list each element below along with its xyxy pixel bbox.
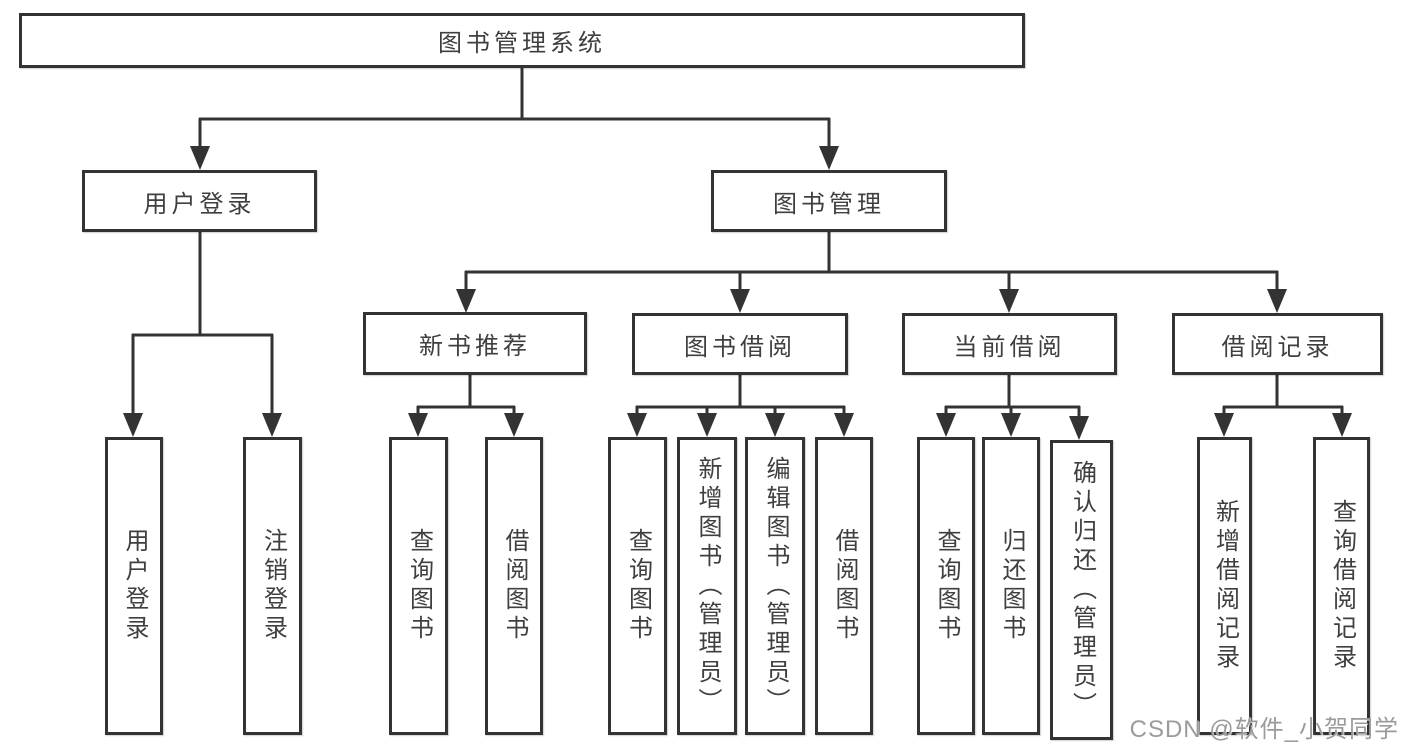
connector-newbook-branch: [416, 375, 516, 419]
node-label: 用户登录: [121, 528, 148, 644]
csdn-watermark: CSDN @软件_小贺同学: [1129, 716, 1399, 743]
node-label: 新增图书（管理员）: [694, 455, 721, 717]
node-label: 查询借阅记录: [1328, 499, 1356, 673]
node-user-login-module: 用户登录: [82, 170, 317, 232]
leaf-query-books-borrow: 查询图书: [608, 437, 667, 735]
leaf-logout: 注销登录: [243, 437, 302, 735]
node-label: 查询图书: [933, 528, 960, 644]
leaf-add-borrow-record: 新增借阅记录: [1197, 437, 1252, 735]
node-label: 当前借阅: [953, 333, 1066, 361]
node-label: 新书推荐: [419, 333, 531, 360]
leaf-edit-book-admin: 编辑图书（管理员）: [745, 437, 805, 735]
node-book-management-module: 图书管理: [711, 170, 947, 232]
node-label: 借阅记录: [1221, 333, 1334, 361]
connector-root-branch: [198, 66, 831, 152]
node-label: 查询图书: [405, 528, 433, 644]
node-label: 注销登录: [259, 528, 287, 644]
node-label: 图书管理系统: [438, 30, 606, 57]
leaf-confirm-return-admin: 确认归还（管理员）: [1050, 440, 1113, 740]
leaf-add-book-admin: 新增图书（管理员）: [677, 437, 737, 735]
node-root-system: 图书管理系统: [19, 13, 1025, 68]
node-label: 图书管理: [773, 190, 885, 218]
leaf-query-borrow-record: 查询借阅记录: [1313, 437, 1370, 735]
node-label: 借阅图书: [831, 528, 858, 644]
node-label: 用户登录: [143, 190, 256, 218]
node-borrowing-records: 借阅记录: [1172, 313, 1383, 375]
leaf-user-login: 用户登录: [105, 437, 163, 735]
connector-record-branch: [1222, 375, 1344, 419]
node-new-book-recommend: 新书推荐: [363, 312, 587, 375]
leaf-query-books-current: 查询图书: [917, 437, 975, 735]
connector-bookmgmt-branch: [464, 232, 1279, 295]
node-label: 图书借阅: [684, 333, 796, 361]
leaf-borrow-books-newbook: 借阅图书: [485, 437, 543, 735]
leaf-borrow-books: 借阅图书: [815, 437, 873, 735]
arrowheads: [123, 146, 1352, 440]
connector-borrow-branch: [635, 375, 846, 419]
node-label: 确认归还（管理员）: [1068, 459, 1096, 721]
connector-user-branch: [131, 232, 274, 419]
leaf-query-books-newbook: 查询图书: [389, 437, 448, 735]
node-label: 归还图书: [998, 528, 1025, 644]
leaf-return-books: 归还图书: [982, 437, 1040, 735]
node-label: 借阅图书: [501, 528, 528, 644]
node-label: 新增借阅记录: [1211, 499, 1239, 673]
node-label: 查询图书: [624, 528, 652, 644]
node-current-borrowing: 当前借阅: [902, 313, 1117, 375]
node-label: 编辑图书（管理员）: [762, 455, 789, 717]
node-book-borrowing: 图书借阅: [632, 313, 848, 375]
